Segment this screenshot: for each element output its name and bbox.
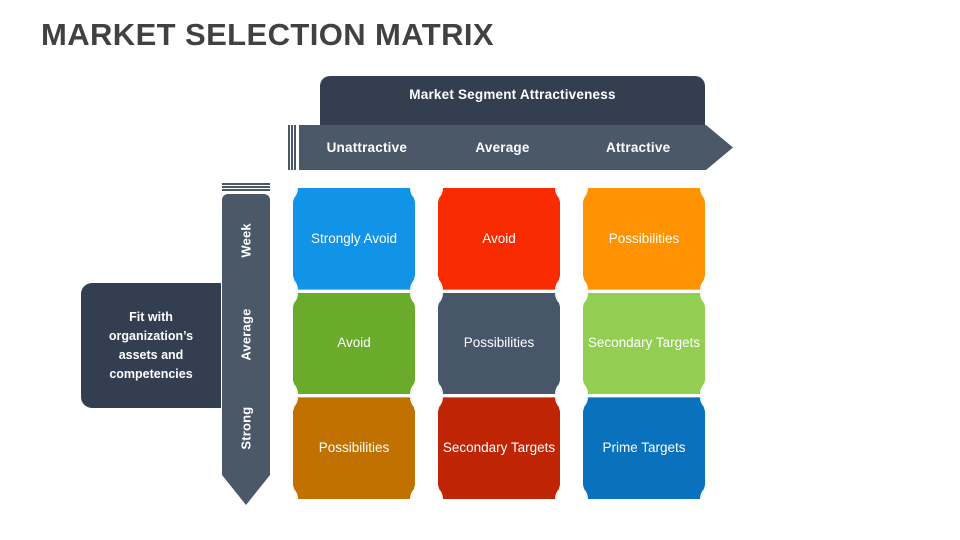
matrix-cell-label: Secondary Targets — [587, 335, 701, 351]
column-axis-arrow: Unattractive Average Attractive — [288, 125, 733, 170]
matrix-cell[interactable]: Secondary Targets — [428, 397, 570, 499]
matrix-cell[interactable]: Avoid — [283, 293, 425, 395]
cell-corner-notch — [700, 382, 730, 412]
column-label-average: Average — [475, 140, 530, 155]
row-axis-labels: Week Average Strong — [222, 194, 270, 475]
cell-corner-notch — [555, 379, 585, 409]
cell-corner-notch — [413, 382, 443, 412]
column-axis-labels: Unattractive Average Attractive — [299, 125, 706, 170]
matrix-cell[interactable]: Prime Targets — [573, 397, 715, 499]
cell-corner-notch — [555, 382, 585, 412]
cell-corner-notch — [555, 173, 585, 203]
matrix-cell-label: Possibilities — [463, 335, 535, 351]
row-label-strong: Strong — [238, 406, 254, 450]
cell-corner-notch — [268, 278, 298, 308]
row-axis-stripes — [222, 183, 270, 192]
cell-corner-notch — [413, 275, 443, 305]
matrix-cell-label: Possibilities — [318, 440, 390, 456]
cell-corner-notch — [558, 173, 588, 203]
stripe-line — [222, 183, 270, 185]
stripe-line — [222, 189, 270, 191]
cell-corner-notch — [555, 484, 585, 514]
cell-corner-notch — [268, 379, 298, 409]
cell-corner-notch — [413, 278, 443, 308]
matrix-cell[interactable]: Secondary Targets — [573, 293, 715, 395]
row-axis-arrow: Week Average Strong — [222, 183, 270, 505]
matrix-cell-label: Prime Targets — [602, 440, 686, 456]
cell-corner-notch — [700, 275, 730, 305]
matrix-cell-label: Strongly Avoid — [310, 230, 398, 246]
cell-corner-notch — [268, 484, 298, 514]
row-axis-title: Fit with organization’s assets and compe… — [81, 283, 221, 408]
matrix-cell[interactable]: Possibilities — [283, 397, 425, 499]
matrix-junction-circle — [556, 276, 587, 307]
cell-corner-notch — [700, 278, 730, 308]
cell-corner-notch — [558, 382, 588, 412]
matrix-cell[interactable]: Avoid — [428, 188, 570, 290]
cell-corner-notch — [410, 379, 440, 409]
matrix-cell[interactable]: Strongly Avoid — [283, 188, 425, 290]
matrix-junction-circle — [411, 276, 442, 307]
matrix-cell[interactable]: Possibilities — [428, 293, 570, 395]
row-label-average: Average — [238, 308, 254, 361]
column-label-unattractive: Unattractive — [326, 140, 408, 155]
matrix-junction-circle — [556, 380, 587, 411]
column-axis-arrow-shape — [299, 125, 733, 170]
matrix-cell-label: Avoid — [482, 230, 516, 246]
cell-corner-notch — [268, 173, 298, 203]
stripe-line — [288, 125, 290, 170]
cell-corner-notch — [555, 275, 585, 305]
cell-corner-notch — [700, 379, 730, 409]
matrix-cell-label: Avoid — [337, 335, 371, 351]
cell-corner-notch — [410, 382, 440, 412]
row-label-week: Week — [238, 223, 254, 259]
cell-corner-notch — [410, 278, 440, 308]
stripe-line — [291, 125, 293, 170]
page-title: MARKET SELECTION MATRIX — [41, 17, 494, 52]
column-axis-stripes — [288, 125, 297, 170]
cell-corner-notch — [410, 275, 440, 305]
matrix-cell-label: Secondary Targets — [442, 440, 556, 456]
cell-corner-notch — [555, 278, 585, 308]
cell-corner-notch — [700, 484, 730, 514]
cell-corner-notch — [413, 484, 443, 514]
cell-corner-notch — [558, 379, 588, 409]
cell-corner-notch — [268, 275, 298, 305]
cell-corner-notch — [410, 484, 440, 514]
cell-corner-notch — [700, 173, 730, 203]
column-label-attractive: Attractive — [606, 140, 671, 155]
row-axis-arrow-shape — [222, 194, 270, 505]
matrix-cell[interactable]: Possibilities — [573, 188, 715, 290]
stripe-line — [294, 125, 296, 170]
matrix-junction-circle — [411, 380, 442, 411]
matrix-cell-label: Possibilities — [608, 230, 680, 246]
cell-corner-notch — [558, 275, 588, 305]
cell-corner-notch — [413, 379, 443, 409]
cell-corner-notch — [410, 173, 440, 203]
stripe-line — [222, 186, 270, 188]
cell-corner-notch — [558, 278, 588, 308]
cell-corner-notch — [558, 484, 588, 514]
cell-corner-notch — [268, 382, 298, 412]
cell-corner-notch — [413, 173, 443, 203]
